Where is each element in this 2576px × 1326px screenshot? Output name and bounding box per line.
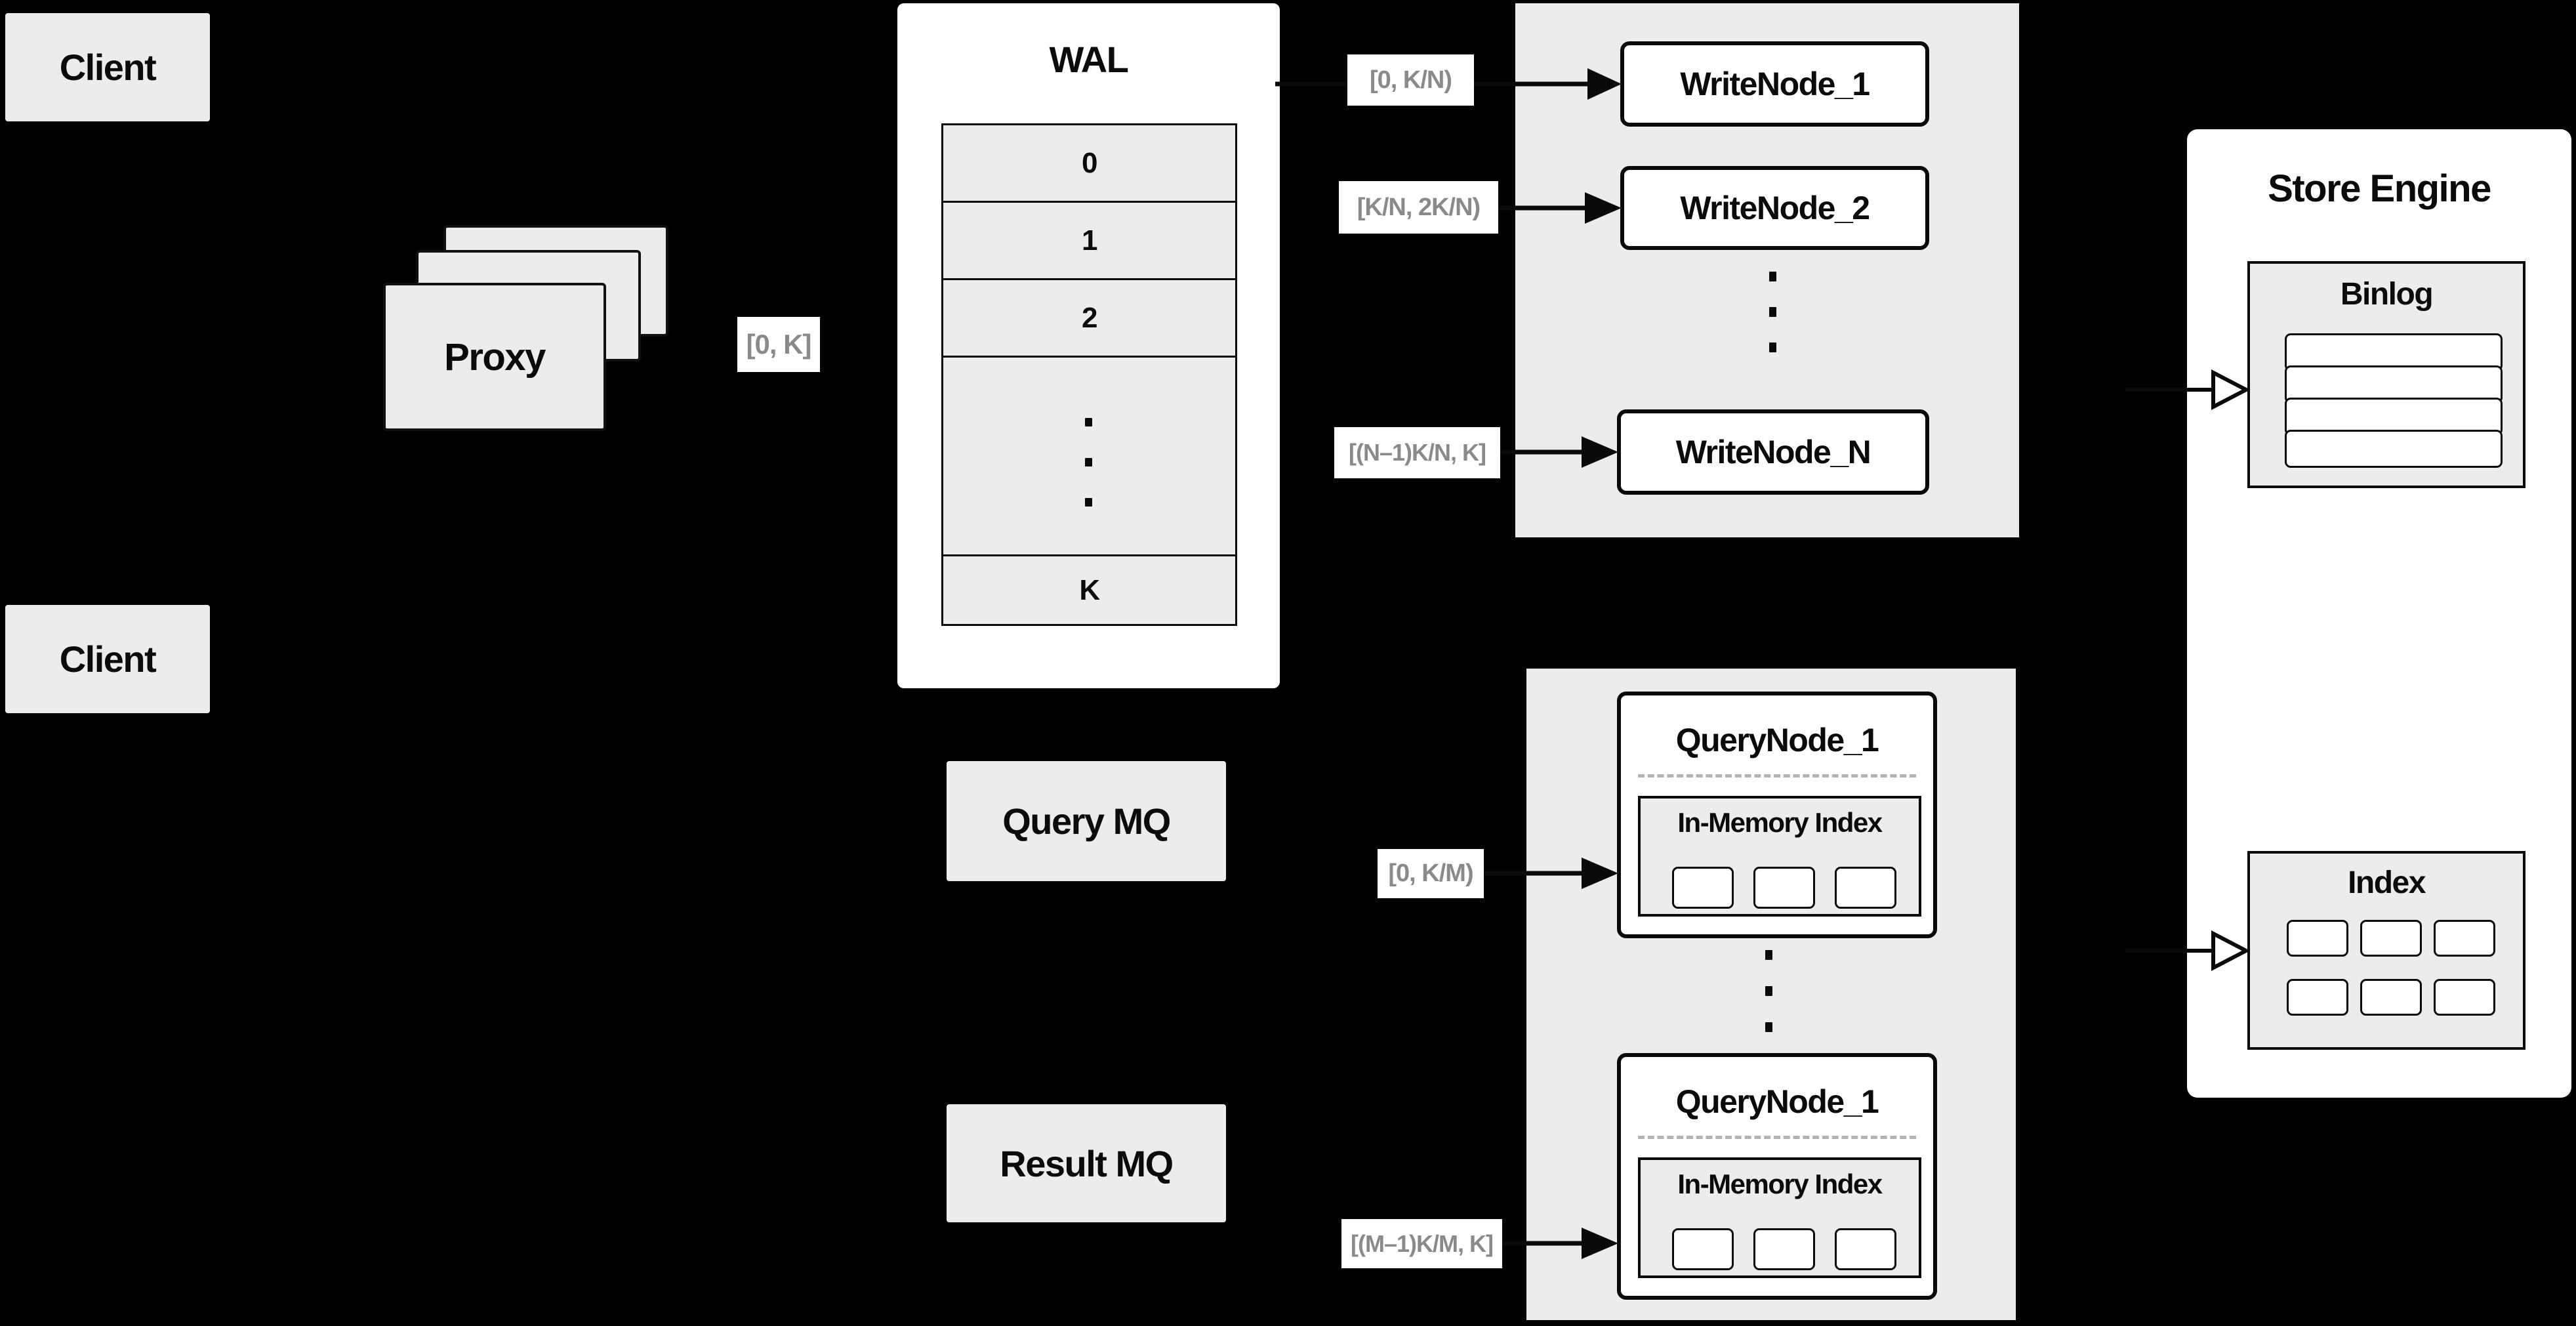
- query-mq-box: Query MQ: [947, 761, 1226, 881]
- writenode-1-box: WriteNode_1: [1620, 41, 1929, 127]
- querynode-bottom-separator: [1638, 1136, 1916, 1139]
- binlog-segment: [2285, 430, 2503, 468]
- writenode-1-range-label: [0, K/N): [1347, 54, 1474, 106]
- segment-chip: [1753, 867, 1815, 909]
- querynode-top-title: QueryNode_1: [1675, 722, 1879, 758]
- segment-chip: [1835, 1228, 1896, 1270]
- index-file: [2434, 920, 2495, 957]
- segment-chip: [1835, 867, 1896, 909]
- querynode-top-box: QueryNode_1 In-Memory Index: [1617, 692, 1937, 938]
- writenode-2-box: WriteNode_2: [1620, 166, 1929, 250]
- in-memory-index-title: In-Memory Index: [1677, 807, 1883, 838]
- wal-title: WAL: [1049, 38, 1129, 80]
- binlog-segment: [2285, 398, 2503, 436]
- writenode-n-range-label: [(N–1)K/N, K]: [1334, 427, 1500, 478]
- ellipsis-dot: .: [1765, 1022, 1772, 1032]
- index-file: [2287, 979, 2348, 1016]
- writenode-n-box: WriteNode_N: [1617, 409, 1929, 495]
- binlog-box: Binlog: [2247, 261, 2525, 488]
- proxy-box: Proxy: [383, 283, 606, 431]
- ellipsis-dot: .: [1085, 498, 1092, 507]
- binlog-segment: [2285, 365, 2503, 404]
- querynode-bottom-inmemory-box: In-Memory Index: [1638, 1157, 1921, 1278]
- segment-chip: [1672, 867, 1734, 909]
- index-file: [2360, 920, 2422, 957]
- querynode-bottom-box: QueryNode_1 In-Memory Index: [1617, 1053, 1937, 1300]
- index-title: Index: [2348, 865, 2426, 900]
- querynode-top-separator: [1638, 774, 1916, 777]
- wal-panel: WAL 0 1 2 . . . K: [897, 3, 1280, 688]
- binlog-title: Binlog: [2340, 276, 2434, 312]
- index-box: Index: [2247, 851, 2525, 1050]
- client-box-bottom: Client: [5, 605, 210, 713]
- index-file: [2434, 979, 2495, 1016]
- ellipsis-dot: .: [1769, 307, 1776, 317]
- ellipsis-dot: .: [1085, 458, 1092, 466]
- querynode-top-inmemory-box: In-Memory Index: [1638, 796, 1921, 917]
- client-box-top: Client: [5, 13, 210, 121]
- index-file: [2287, 920, 2348, 957]
- index-file: [2360, 979, 2422, 1016]
- segment-chip: [1672, 1228, 1734, 1270]
- store-engine-panel: Store Engine Binlog Index: [2187, 129, 2571, 1098]
- store-engine-title: Store Engine: [2268, 167, 2491, 210]
- ellipsis-dot: .: [1765, 950, 1772, 960]
- querynode-top-range-label: [0, K/M): [1378, 849, 1484, 898]
- ellipsis-dot: .: [1769, 342, 1776, 352]
- wal-segment-row: K: [943, 554, 1235, 624]
- wal-ellipsis-row: . . .: [943, 356, 1235, 554]
- result-mq-box: Result MQ: [947, 1104, 1226, 1222]
- ellipsis-dot: .: [1769, 272, 1776, 281]
- querynode-bottom-range-label: [(M–1)K/M, K]: [1341, 1219, 1502, 1268]
- wal-segment-table: 0 1 2 . . . K: [941, 123, 1237, 626]
- ellipsis-dot: .: [1765, 986, 1772, 996]
- ellipsis-dot: .: [1085, 418, 1092, 426]
- writenode-2-range-label: [K/N, 2K/N): [1339, 181, 1498, 234]
- proxy-output-range-label: [0, K]: [737, 317, 820, 372]
- wal-segment-row: 0: [1082, 146, 1097, 179]
- wal-segment-row: 2: [943, 278, 1235, 356]
- in-memory-index-title: In-Memory Index: [1677, 1169, 1883, 1199]
- querynode-bottom-title: QueryNode_1: [1675, 1083, 1879, 1120]
- segment-chip: [1753, 1228, 1815, 1270]
- wal-segment-row: 1: [943, 201, 1235, 278]
